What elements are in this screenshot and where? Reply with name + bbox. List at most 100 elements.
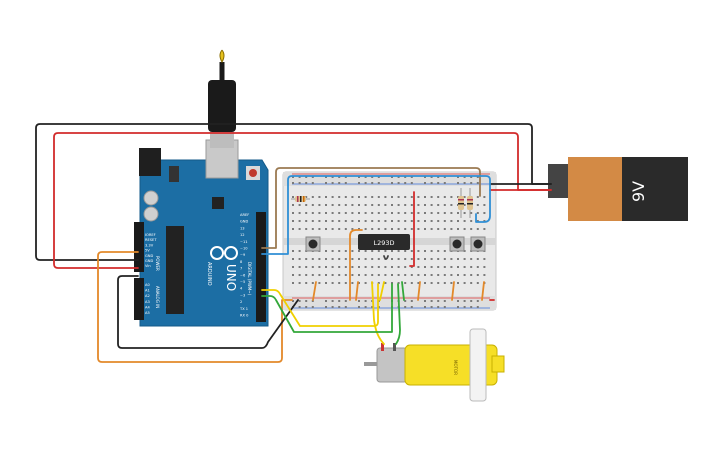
breadboard-hole bbox=[364, 282, 367, 284]
l293d-chip[interactable]: L293D bbox=[358, 234, 410, 250]
pushbutton-right[interactable] bbox=[470, 236, 486, 252]
breadboard-hole bbox=[292, 258, 294, 260]
breadboard-hole bbox=[476, 258, 479, 260]
resistor-left[interactable] bbox=[291, 196, 310, 202]
breadboard-hole bbox=[298, 250, 301, 252]
breadboard-hole bbox=[417, 228, 420, 230]
power-header-label: POWER bbox=[155, 256, 160, 271]
breadboard-hole bbox=[358, 306, 360, 308]
pin-label: IOREF bbox=[145, 233, 156, 237]
breadboard-hole bbox=[476, 228, 479, 230]
breadboard-hole bbox=[292, 196, 294, 198]
arduino-uno-board[interactable]: ARDUINO UNO DIGITAL (PWM~) POWER ANALOG … bbox=[134, 139, 269, 327]
breadboard-hole bbox=[298, 266, 301, 268]
breadboard-hole bbox=[338, 196, 341, 198]
breadboard-hole bbox=[351, 266, 354, 268]
breadboard-hole bbox=[311, 282, 314, 284]
breadboard-hole bbox=[457, 220, 459, 222]
battery-9v[interactable]: 9V bbox=[548, 157, 688, 221]
breadboard-hole bbox=[457, 228, 459, 230]
breadboard-hole bbox=[450, 212, 453, 214]
dc-gear-motor[interactable]: MOTOR bbox=[364, 328, 505, 402]
pushbutton-mid[interactable] bbox=[449, 236, 465, 252]
breadboard-hole bbox=[377, 266, 380, 268]
breadboard-hole bbox=[364, 176, 367, 178]
wire-orange-j1 bbox=[312, 281, 317, 301]
breadboard-hole bbox=[391, 250, 393, 252]
breadboard-hole bbox=[318, 282, 321, 284]
resistor-right-1[interactable] bbox=[458, 188, 464, 218]
pin-label: ~5 bbox=[240, 280, 245, 284]
breadboard-hole bbox=[450, 204, 453, 206]
breadboard-hole bbox=[311, 220, 314, 222]
breadboard-hole bbox=[305, 228, 308, 230]
breadboard-hole bbox=[358, 282, 360, 284]
breadboard-hole bbox=[344, 300, 347, 302]
breadboard-hole bbox=[384, 250, 387, 252]
breadboard-hole bbox=[384, 212, 387, 214]
breadboard-hole bbox=[311, 274, 314, 276]
breadboard-hole bbox=[417, 204, 420, 206]
breadboard-hole bbox=[377, 196, 380, 198]
breadboard-hole bbox=[391, 212, 393, 214]
breadboard-hole bbox=[325, 282, 327, 284]
breadboard-hole bbox=[331, 212, 334, 214]
breadboard-hole bbox=[325, 250, 327, 252]
breadboard-hole bbox=[351, 258, 354, 260]
breadboard-hole bbox=[443, 182, 446, 184]
breadboard-hole bbox=[476, 212, 479, 214]
breadboard-hole bbox=[364, 204, 367, 206]
breadboard-hole bbox=[450, 220, 453, 222]
breadboard-hole bbox=[377, 250, 380, 252]
arduino-brand: ARDUINO bbox=[206, 262, 212, 286]
breadboard-hole bbox=[298, 212, 301, 214]
breadboard-hole bbox=[338, 204, 341, 206]
breadboard-hole bbox=[450, 282, 453, 284]
breadboard-hole bbox=[404, 250, 407, 252]
resistor-right-2[interactable] bbox=[467, 188, 473, 218]
breadboard-hole bbox=[410, 282, 413, 284]
breadboard-hole bbox=[364, 220, 367, 222]
breadboard-hole bbox=[417, 282, 420, 284]
breadboard-hole bbox=[325, 258, 327, 260]
breadboard-hole bbox=[292, 282, 294, 284]
breadboard-hole bbox=[437, 300, 440, 302]
pushbutton-left[interactable] bbox=[305, 236, 321, 252]
pin-label: 5V bbox=[145, 249, 150, 253]
breadboard-hole bbox=[351, 204, 354, 206]
breadboard-hole bbox=[344, 204, 347, 206]
breadboard-hole bbox=[437, 204, 440, 206]
breadboard-hole bbox=[391, 266, 393, 268]
breadboard-hole bbox=[424, 204, 426, 206]
breadboard-hole bbox=[331, 300, 334, 302]
breadboard-hole bbox=[371, 306, 374, 308]
breadboard-hole bbox=[450, 228, 453, 230]
breadboard-hole bbox=[417, 274, 420, 276]
breadboard-hole bbox=[311, 176, 314, 178]
breadboard-hole bbox=[404, 266, 407, 268]
breadboard-hole bbox=[325, 220, 327, 222]
breadboard-hole bbox=[463, 204, 466, 206]
digital-header-label: DIGITAL (PWM~) bbox=[247, 262, 252, 296]
wire-orange-j2 bbox=[355, 281, 359, 301]
pin-label: 13 bbox=[240, 226, 245, 230]
pin-label: ~10 bbox=[240, 247, 248, 251]
breadboard-hole bbox=[443, 300, 446, 302]
breadboard-hole bbox=[430, 204, 433, 206]
breadboard-hole bbox=[424, 266, 426, 268]
breadboard-hole bbox=[397, 182, 400, 184]
breadboard-hole bbox=[443, 258, 446, 260]
pin-label: A5 bbox=[145, 311, 150, 315]
breadboard-hole bbox=[305, 204, 308, 206]
breadboard-hole bbox=[417, 266, 420, 268]
breadboard-hole bbox=[364, 196, 367, 198]
breadboard-hole bbox=[311, 266, 314, 268]
breadboard-hole bbox=[351, 220, 354, 222]
breadboard-hole bbox=[325, 274, 327, 276]
breadboard-hole bbox=[338, 306, 341, 308]
breadboard-hole bbox=[470, 266, 473, 268]
breadboard-hole bbox=[318, 196, 321, 198]
breadboard-hole bbox=[305, 176, 308, 178]
breadboard-hole bbox=[417, 196, 420, 198]
breadboard-hole bbox=[318, 266, 321, 268]
